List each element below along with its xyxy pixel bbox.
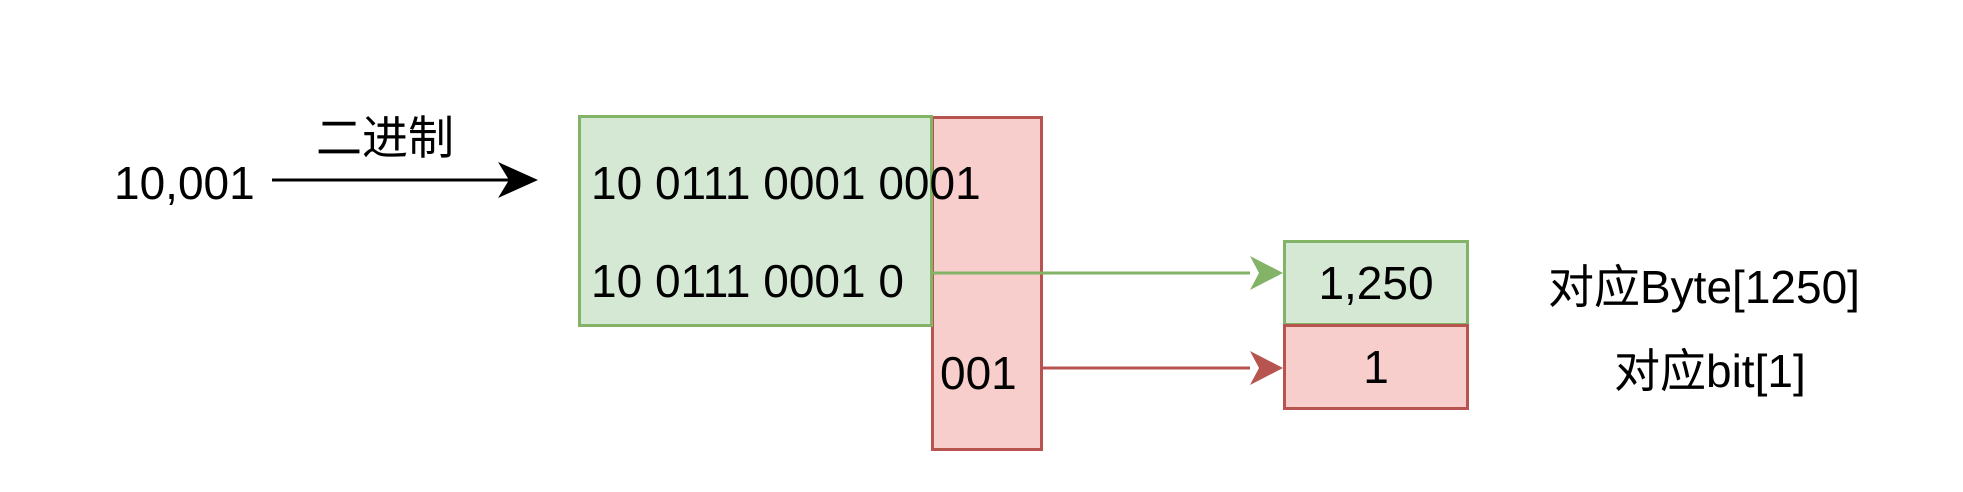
bit-note: 对应bit[1] — [1614, 345, 1806, 397]
binary-full-text: 10 0111 0001 0001 — [591, 157, 981, 209]
input-number: 10,001 — [114, 157, 255, 209]
bit-index-value: 1 — [1363, 341, 1389, 393]
convert-arrow — [272, 162, 538, 198]
byte-index-value: 1,250 — [1318, 257, 1434, 309]
byte-index-box: 1,250 — [1283, 240, 1469, 326]
bit-index-box: 1 — [1283, 324, 1469, 410]
byte-arrow — [933, 256, 1283, 290]
bit-arrow — [1043, 351, 1283, 385]
byte-segment-box — [578, 115, 933, 327]
binary-bit-part-text: 001 — [940, 347, 1017, 399]
byte-note: 对应Byte[1250] — [1548, 261, 1860, 313]
convert-label: 二进制 — [316, 112, 454, 164]
binary-byte-part-text: 10 0111 0001 0 — [591, 255, 904, 307]
